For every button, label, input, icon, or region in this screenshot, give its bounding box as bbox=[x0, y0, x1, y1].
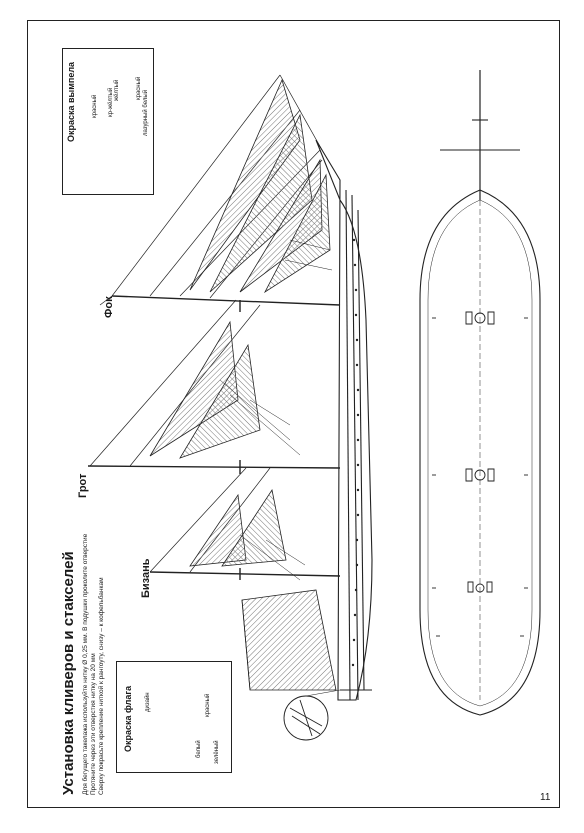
page-number: 11 bbox=[540, 792, 551, 803]
fore-sails bbox=[189, 78, 331, 294]
flag-box-title: Окраска флага bbox=[123, 685, 133, 752]
main-sails bbox=[149, 320, 261, 459]
page-title: Установка кливеров и стакселей bbox=[60, 551, 77, 795]
main-mast-line bbox=[87, 465, 341, 469]
mizzen-sails bbox=[189, 488, 287, 567]
pennant-color-label: лазурный белый bbox=[143, 89, 149, 136]
hull-side-view bbox=[315, 139, 373, 701]
flag-color-label: дизайн bbox=[145, 692, 151, 712]
fore-mast-line bbox=[111, 295, 341, 306]
flag-color-label: красный bbox=[205, 693, 211, 717]
masts-side bbox=[87, 295, 341, 580]
flag-color-box bbox=[116, 661, 232, 773]
pennant-color-label: кр-жёлтый bbox=[108, 87, 114, 117]
mast-label-fok: Фок bbox=[103, 296, 115, 318]
flag-color-label: зелёный bbox=[214, 740, 220, 764]
pennant-color-label: красный bbox=[92, 94, 98, 118]
flag-color-label: белый bbox=[196, 740, 202, 758]
mizzen-mast-line bbox=[149, 571, 341, 577]
instruction-note: Протяните через эти отверстия нитку на 2… bbox=[90, 653, 97, 795]
mast-label-grot: Грот bbox=[77, 473, 89, 498]
instruction-note: Сверху покрасьте крепление ниткой к ранг… bbox=[98, 577, 105, 795]
pennant-color-label: жёлтый bbox=[114, 79, 120, 101]
sheet-lines bbox=[219, 239, 333, 581]
mast-label-bizan: Бизань bbox=[140, 558, 152, 598]
hull-portholes bbox=[351, 238, 360, 667]
spanker-sail bbox=[241, 589, 337, 691]
instruction-note: Для бегущего такелажа используйте нитку … bbox=[82, 533, 89, 795]
pennant-color-label: красный bbox=[136, 76, 142, 100]
deck-plan bbox=[419, 70, 541, 716]
detail-callout bbox=[283, 689, 341, 741]
page-frame bbox=[27, 20, 560, 808]
pennant-color-box bbox=[62, 48, 154, 195]
deck-fittings bbox=[432, 311, 528, 637]
pennant-box-title: Окраска вымпела bbox=[66, 61, 76, 142]
